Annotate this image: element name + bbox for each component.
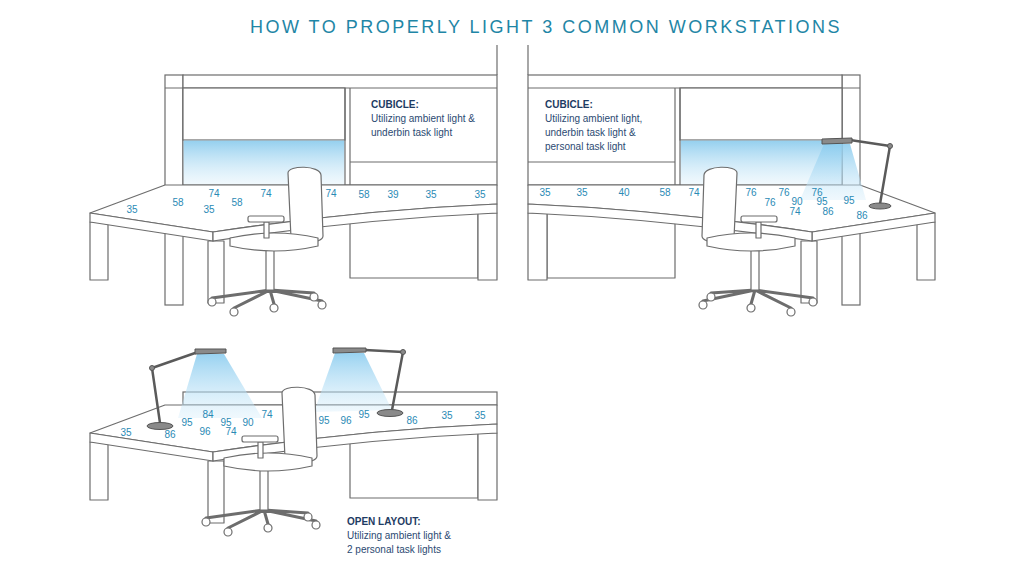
lux-value: 35 — [126, 205, 137, 215]
lux-value: 95 — [843, 196, 854, 206]
lux-value: 35 — [120, 428, 131, 438]
lux-value: 95 — [181, 418, 192, 428]
lux-value: 35 — [576, 188, 587, 198]
lux-value: 58 — [172, 198, 183, 208]
light-cone — [314, 353, 392, 412]
panel-description: Utilizing ambient light & underbin task … — [371, 112, 477, 140]
panel-heading: CUBICLE: — [545, 98, 651, 112]
lux-value: 95 — [318, 416, 329, 426]
lux-value: 35 — [474, 190, 485, 200]
lux-value: 74 — [208, 189, 219, 199]
lux-value: 35 — [441, 411, 452, 421]
panel-description: Utilizing ambient light, underbin task l… — [545, 112, 651, 154]
lux-value: 35 — [474, 411, 485, 421]
lux-value: 90 — [242, 418, 253, 428]
layout-heading: OPEN LAYOUT: — [347, 515, 487, 529]
lux-value: 76 — [745, 188, 756, 198]
lux-value: 58 — [231, 198, 242, 208]
lux-value: 74 — [225, 427, 236, 437]
task-lamp — [333, 348, 406, 417]
layout-description: Utilizing ambient light & 2 personal tas… — [347, 529, 453, 557]
lux-value: 74 — [789, 207, 800, 217]
lux-value: 58 — [659, 188, 670, 198]
lux-value: 95 — [816, 197, 827, 207]
lux-value: 86 — [406, 416, 417, 426]
lux-value: 40 — [618, 188, 629, 198]
lux-value: 95 — [358, 410, 369, 420]
lux-value: 86 — [822, 207, 833, 217]
office-chair — [202, 387, 320, 536]
task-lamp — [822, 138, 893, 209]
lux-value: 35 — [539, 188, 550, 198]
light-cone — [178, 354, 262, 418]
lux-value: 35 — [203, 205, 214, 215]
page-title: HOW TO PROPERLY LIGHT 3 COMMON WORKSTATI… — [250, 17, 842, 39]
lux-value: 74 — [325, 189, 336, 199]
lux-value: 76 — [764, 198, 775, 208]
panel-heading: CUBICLE: — [371, 98, 477, 112]
caption-panel: CUBICLE:Utilizing ambient light, underbi… — [543, 96, 653, 156]
lux-value: 74 — [688, 188, 699, 198]
light-cones — [178, 144, 866, 418]
caption-panel: CUBICLE:Utilizing ambient light & underb… — [369, 96, 479, 142]
lux-value: 96 — [199, 427, 210, 437]
light-cone — [800, 144, 866, 200]
lux-value: 96 — [340, 416, 351, 426]
lux-value: 35 — [425, 190, 436, 200]
lux-value: 58 — [358, 190, 369, 200]
office-chair — [208, 167, 326, 316]
lux-value: 90 — [791, 197, 802, 207]
lux-value: 74 — [261, 410, 272, 420]
lux-value: 84 — [202, 410, 213, 420]
lux-value: 86 — [856, 211, 867, 221]
lux-value: 39 — [387, 190, 398, 200]
lux-value: 74 — [260, 189, 271, 199]
task-lamp — [147, 349, 226, 430]
lux-value: 76 — [778, 188, 789, 198]
lux-value: 86 — [164, 430, 175, 440]
office-chair — [699, 167, 817, 316]
